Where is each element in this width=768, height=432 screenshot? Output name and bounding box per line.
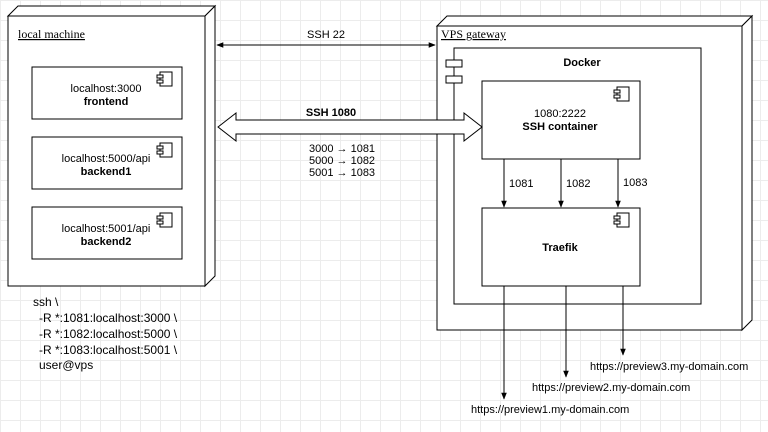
- mapping-line: 5000 → 1082: [309, 155, 375, 167]
- backend1-name: backend1: [81, 166, 132, 178]
- url-preview1: https://preview1.my-domain.com: [471, 404, 629, 416]
- port-label: 1081: [509, 178, 533, 190]
- url-preview3: https://preview3.my-domain.com: [590, 361, 748, 373]
- frontend-address: localhost:3000: [71, 83, 142, 95]
- docker-port-icon: [445, 59, 463, 68]
- url-preview2: https://preview2.my-domain.com: [532, 382, 690, 394]
- ssh1080-label: SSH 1080: [306, 107, 356, 119]
- backend2-address: localhost:5001/api: [62, 223, 151, 235]
- command-line: ssh \: [33, 295, 59, 309]
- ssh1080-tunnel-arrow: SSH 1080: [217, 107, 483, 143]
- ssh22-connection: SSH 22: [216, 29, 436, 48]
- frontend-component[interactable]: localhost:3000 frontend: [31, 66, 183, 120]
- ssh22-label: SSH 22: [307, 29, 345, 41]
- traefik-name: Traefik: [542, 242, 578, 254]
- vps-gateway-title: VPS gateway: [441, 27, 506, 41]
- command-line: -R *:1081:localhost:3000 \: [39, 311, 178, 325]
- ssh-container-component[interactable]: 1080:2222 SSH container: [481, 80, 641, 160]
- command-line: -R *:1082:localhost:5000 \: [39, 327, 178, 341]
- backend2-component[interactable]: localhost:5001/api backend2: [31, 206, 183, 260]
- ssh-container-name: SSH container: [522, 121, 598, 133]
- ssh-command: ssh \ -R *:1081:localhost:3000 \ -R *:10…: [33, 295, 178, 372]
- ssh-container-ports: 1080:2222: [534, 108, 586, 120]
- backend1-component[interactable]: localhost:5000/api backend1: [31, 136, 183, 190]
- internal-port-arrows: 1081 1082 1083: [501, 159, 647, 208]
- backend2-name: backend2: [81, 236, 132, 248]
- port-label: 1083: [623, 177, 647, 189]
- public-url-arrows: https://preview1.my-domain.com https://p…: [471, 286, 748, 416]
- frontend-name: frontend: [84, 96, 129, 108]
- component-icon: [156, 142, 173, 158]
- traefik-component[interactable]: Traefik: [481, 207, 641, 287]
- port-mapping-list: 3000 → 1081 5000 → 1082 5001 → 1083: [309, 143, 375, 179]
- component-icon: [156, 212, 173, 228]
- component-icon: [156, 71, 173, 87]
- local-machine-title: local machine: [18, 27, 85, 41]
- docker-port-icon: [445, 75, 463, 84]
- mapping-line: 3000 → 1081: [309, 143, 375, 155]
- command-line: user@vps: [39, 358, 93, 372]
- mapping-line: 5001 → 1083: [309, 167, 375, 179]
- port-label: 1082: [566, 178, 590, 190]
- component-icon: [613, 212, 630, 228]
- command-line: -R *:1083:localhost:5001 \: [39, 343, 178, 357]
- docker-title: Docker: [563, 57, 601, 69]
- backend1-address: localhost:5000/api: [62, 153, 151, 165]
- component-icon: [613, 86, 630, 102]
